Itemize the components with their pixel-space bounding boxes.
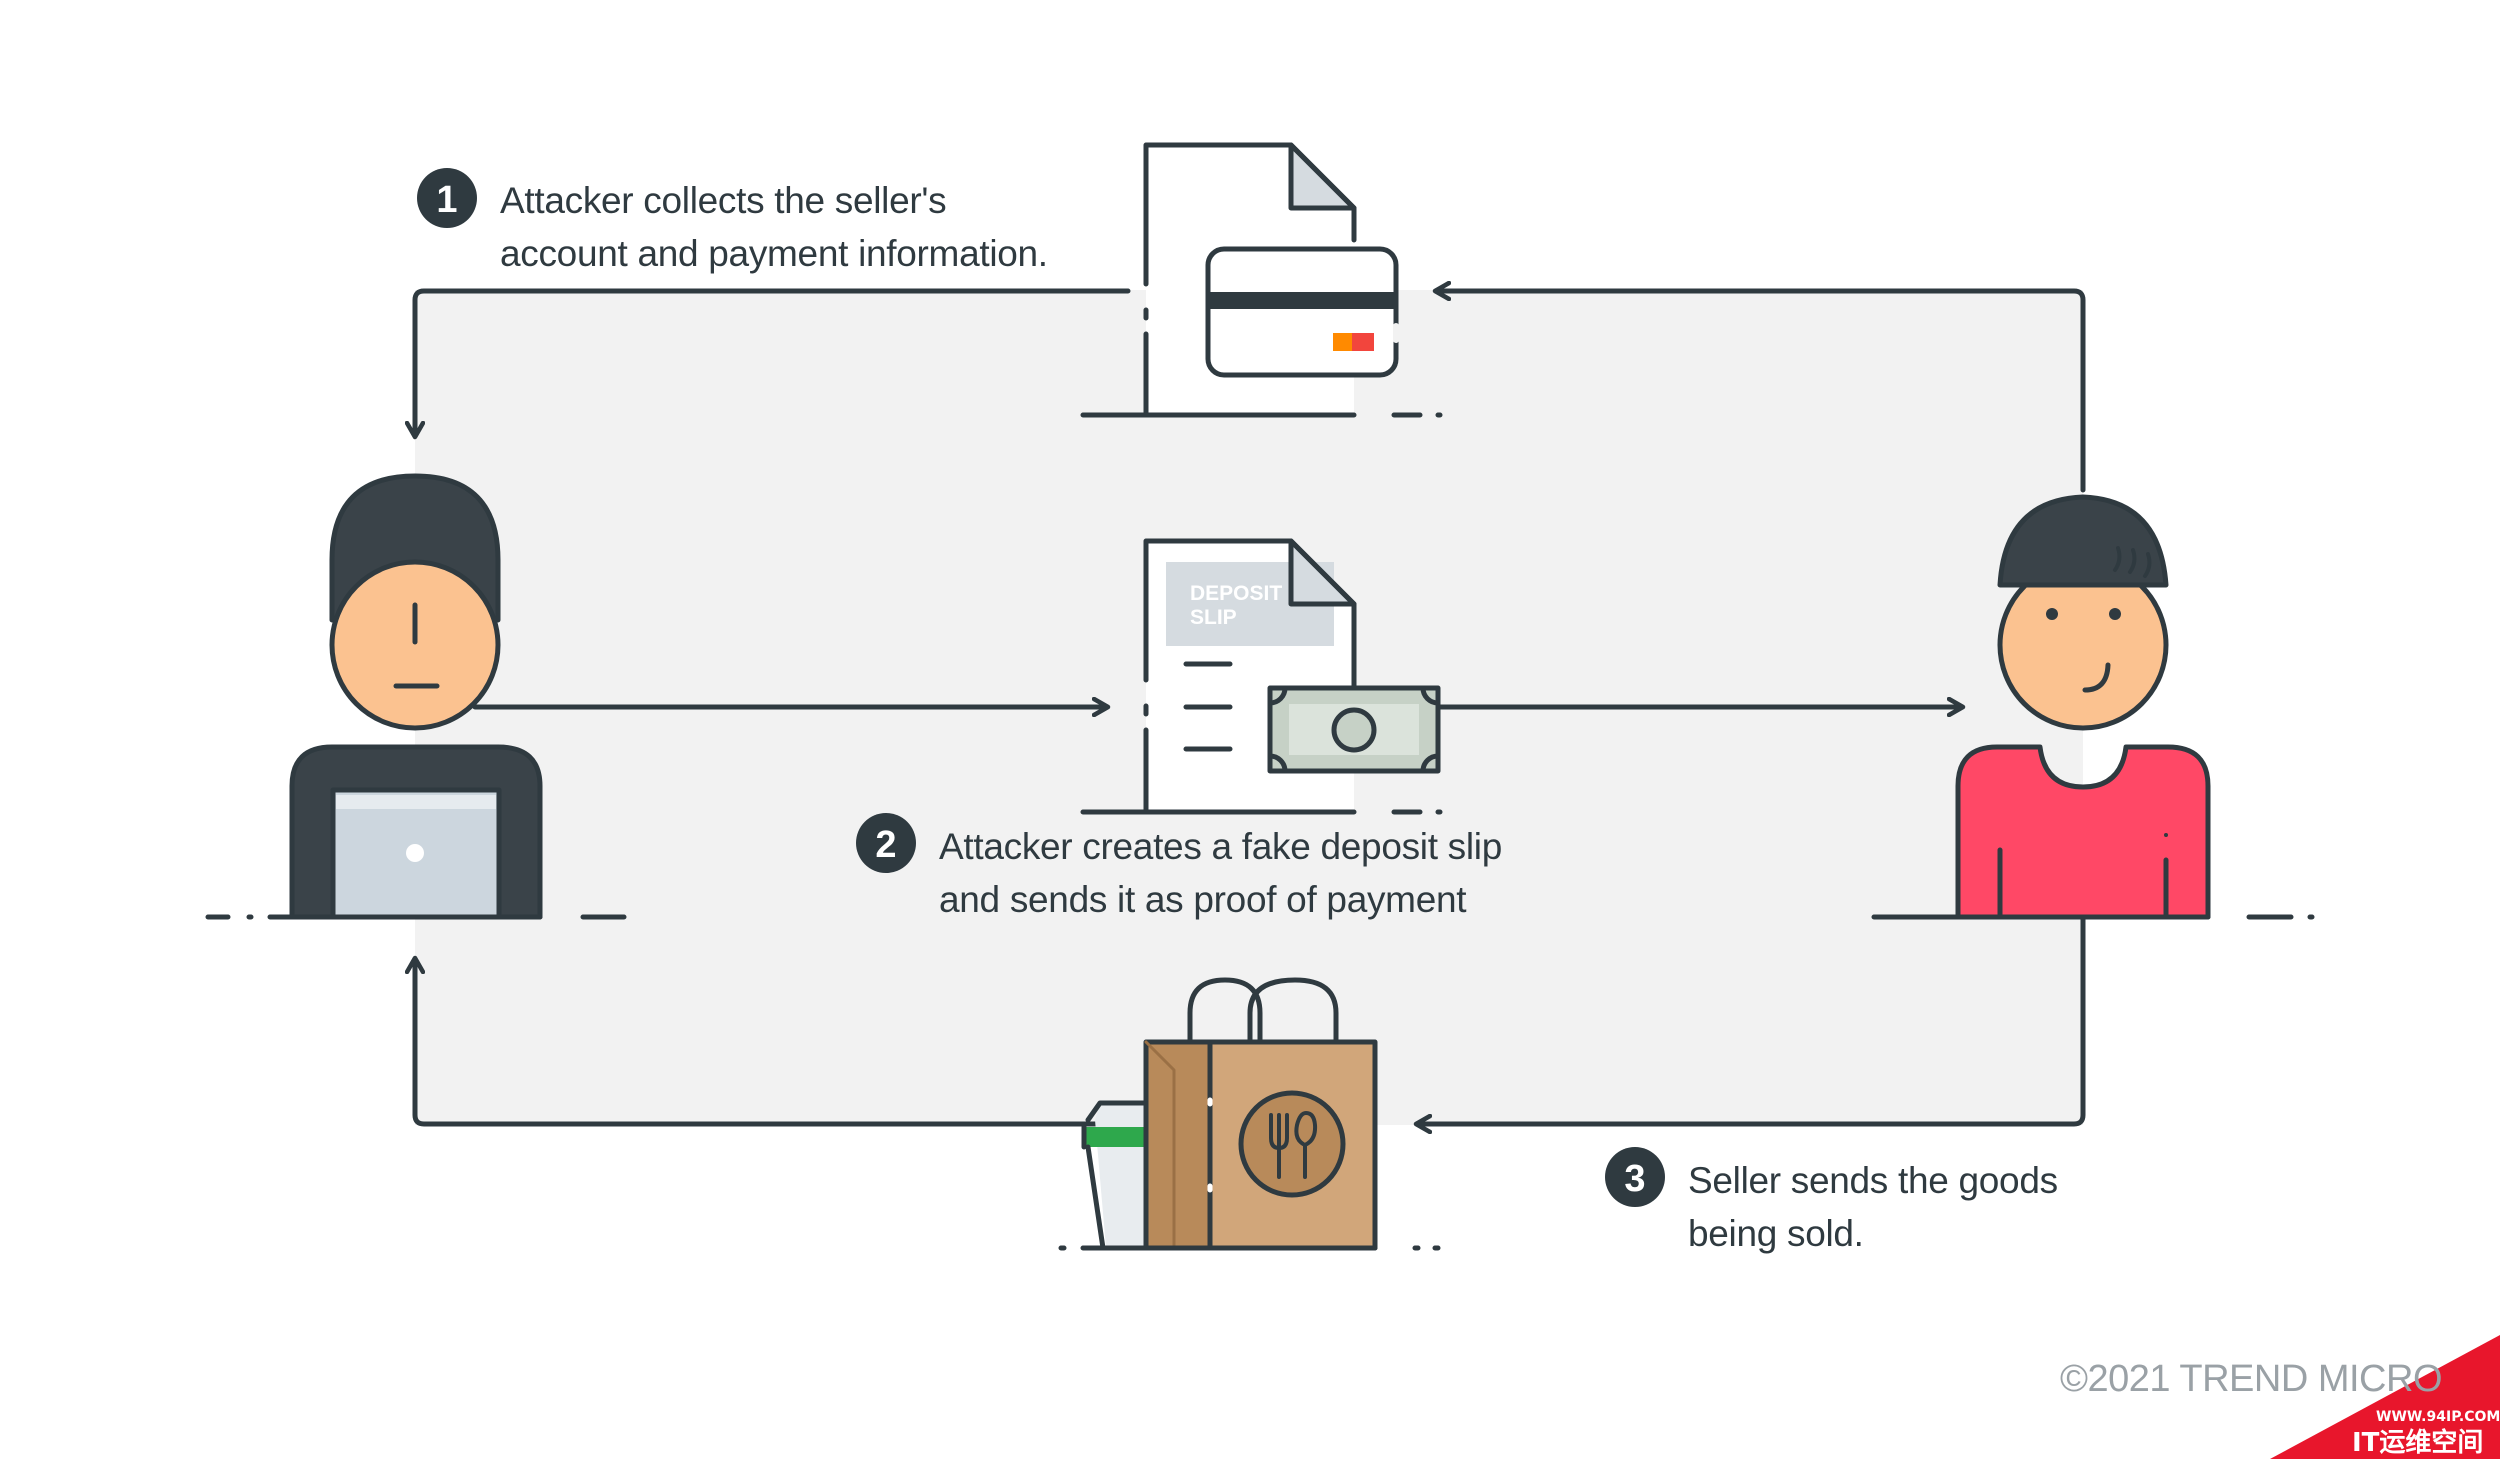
step-1-caption: Attacker collects the seller's account a… (500, 174, 1048, 280)
arrow-goods-to-attacker (415, 960, 1149, 1127)
bag-side-panel (1143, 1039, 1213, 1251)
seller-figure (1871, 494, 2315, 920)
flow-arrows (415, 288, 2086, 1127)
deposit-slip-title: DEPOSIT SLIP (1190, 582, 1288, 629)
step-badge-3: 3 (1605, 1147, 1665, 1207)
step-3-caption: Seller sends the goods being sold. (1688, 1154, 2058, 1260)
attacker-face (329, 559, 501, 731)
step-badge-2: 2 (856, 813, 916, 873)
watermark-name: IT运维空间 (2352, 1427, 2483, 1458)
step-2-line-2: and sends it as proof of payment (939, 879, 1467, 920)
step-2-caption: Attacker creates a fake deposit slip and… (939, 820, 1502, 926)
watermark-url: WWW.94IP.COM (2376, 1409, 2500, 1425)
drink-cup-icon (1081, 1100, 1150, 1251)
step-badge-number: 2 (875, 824, 896, 866)
payment-info-document (1080, 142, 1443, 418)
step-3-line-2: being sold. (1688, 1213, 1864, 1254)
watermark-corner: WWW.94IP.COM IT运维空间 (2270, 1335, 2500, 1459)
fake-deposit-slip-document (1080, 538, 1443, 815)
seller-eye-right (2109, 608, 2121, 620)
credit-card-icon (1205, 246, 1399, 378)
banknote-icon (1267, 685, 1441, 774)
step-badge-number: 1 (436, 179, 457, 221)
arrow-card-to-attacker (415, 288, 1131, 435)
laptop-icon (330, 787, 502, 920)
copyright-notice: ©2021 TREND MICRO (2060, 1358, 2443, 1400)
goods-bag (1058, 977, 1441, 1251)
seller-eye-left (2046, 608, 2058, 620)
step-2-line-1: Attacker creates a fake deposit slip (939, 826, 1502, 867)
seller-hair (1997, 494, 2169, 588)
step-1-line-2: account and payment information. (500, 233, 1048, 274)
step-badge-number: 3 (1624, 1158, 1645, 1200)
seller-smile (2082, 662, 2111, 693)
step-3-line-1: Seller sends the goods (1688, 1160, 2058, 1201)
seller-shirt (1955, 744, 2211, 920)
attacker-figure (205, 473, 627, 920)
bag-handles (1187, 977, 1339, 1045)
arrow-seller-to-card (1437, 291, 2086, 493)
step-1-line-1: Attacker collects the seller's (500, 180, 947, 221)
restaurant-icon (1238, 1090, 1346, 1198)
arrow-seller-to-goods (1418, 915, 2086, 1124)
step-badge-1: 1 (417, 168, 477, 228)
